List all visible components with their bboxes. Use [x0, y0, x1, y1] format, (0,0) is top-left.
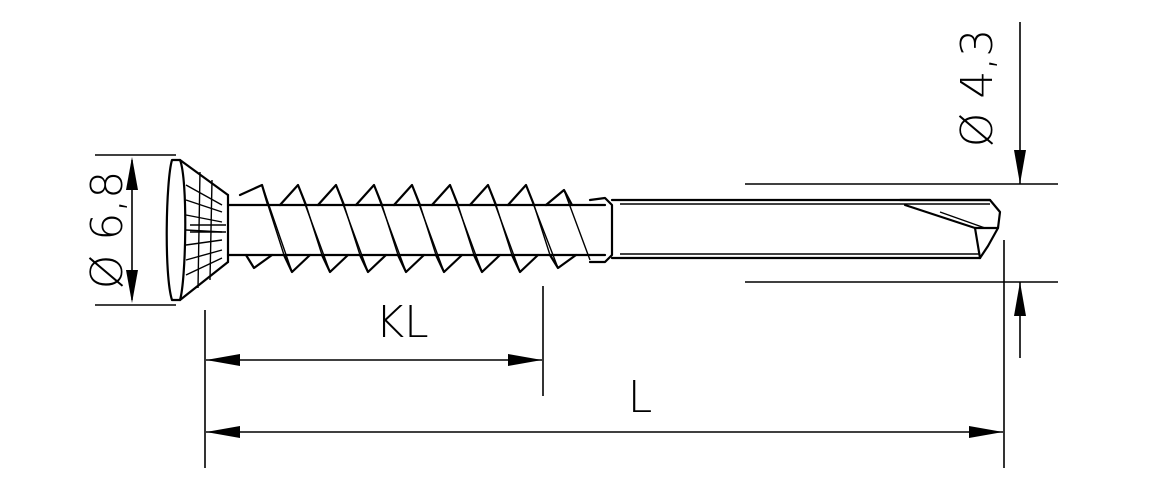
drill-point	[898, 198, 1002, 260]
screw-thread	[226, 183, 614, 274]
shank-diameter-label: Ø 4,3	[952, 29, 1003, 148]
shank-diameter-dimension	[745, 22, 1058, 358]
thread-length-dimension	[204, 286, 544, 468]
head-diameter-label: Ø 6,8	[82, 171, 133, 290]
total-length-label: L	[628, 372, 653, 423]
head-diameter-dimension	[95, 154, 176, 306]
total-length-dimension	[206, 240, 1005, 468]
screw-head	[165, 158, 230, 302]
thread-length-label: KL	[375, 297, 428, 348]
screw-shank	[610, 198, 992, 260]
